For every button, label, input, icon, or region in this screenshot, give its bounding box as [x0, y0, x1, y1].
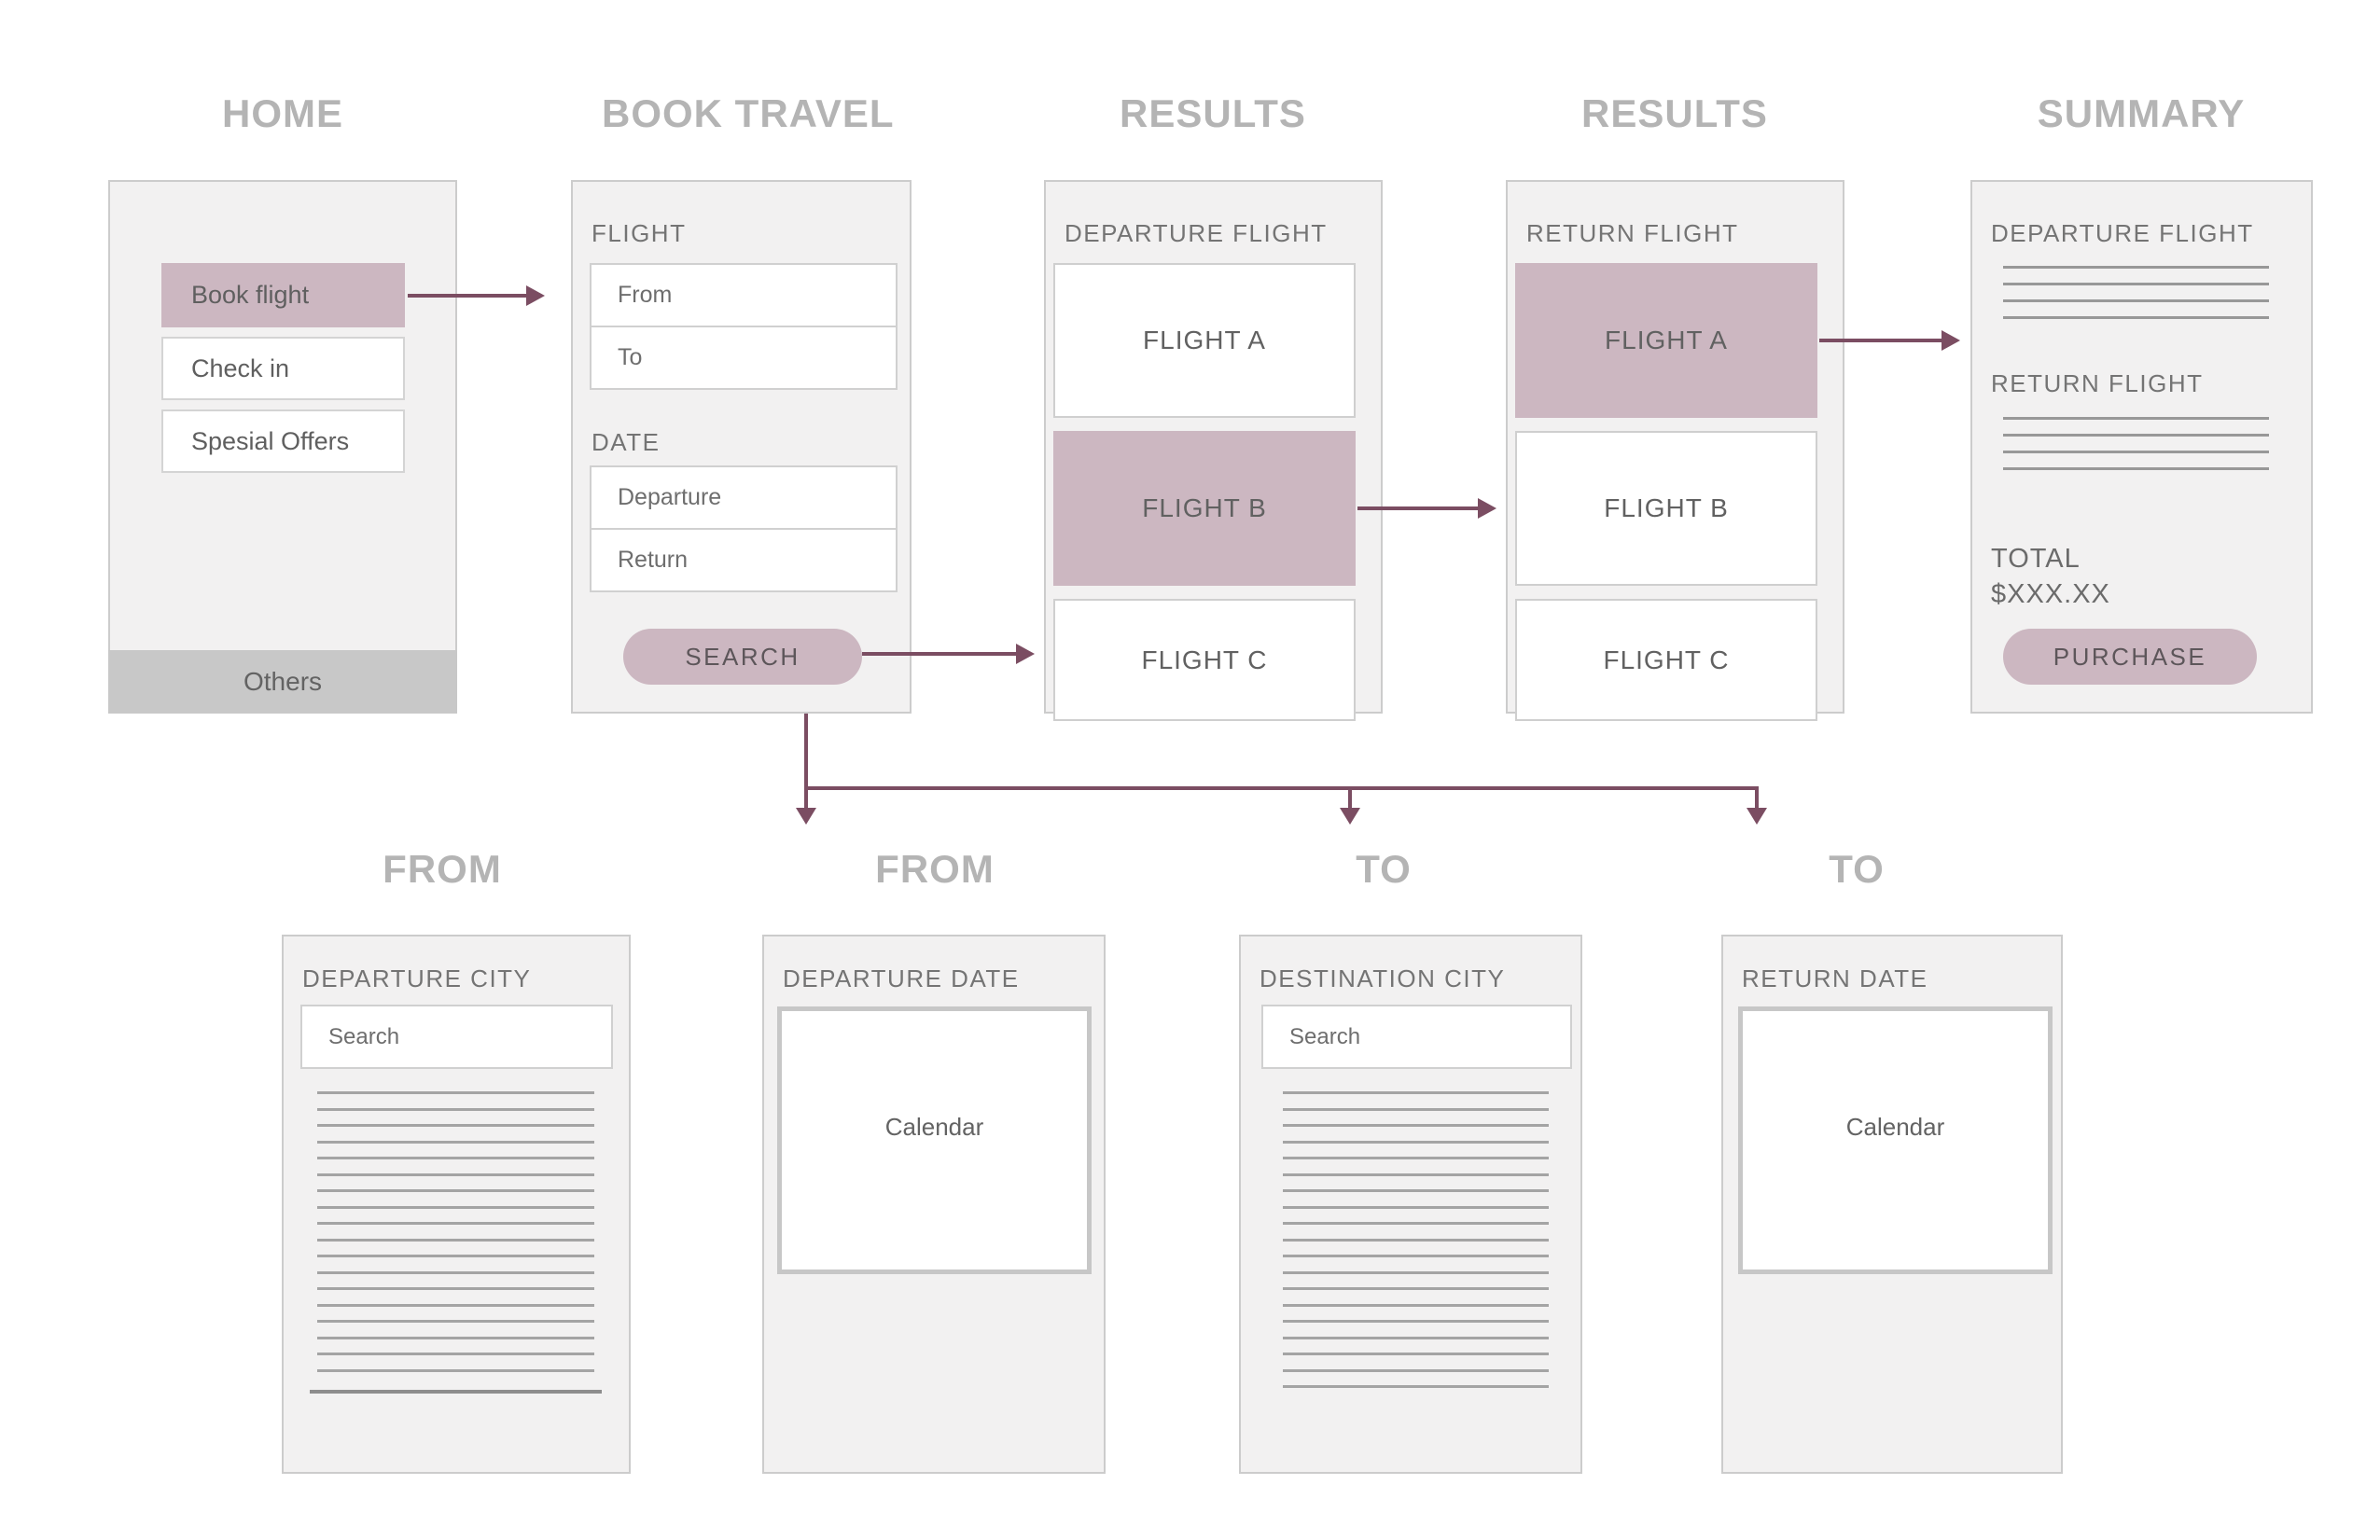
- menu-item-check-in[interactable]: Check in: [161, 337, 405, 400]
- arrowhead-down-to-destination-city: [1340, 808, 1360, 825]
- departure-calendar-widget[interactable]: Calendar: [777, 1006, 1092, 1274]
- return-flight-detail-lines: [2003, 417, 2269, 484]
- city-result-list-placeholder: [317, 1091, 594, 1385]
- summary-screen-panel: DEPARTURE FLIGHT RETURN FLIGHT TOTAL $XX…: [1970, 180, 2313, 714]
- departure-flight-detail-lines: [2003, 266, 2269, 333]
- purchase-button[interactable]: PURCHASE: [2003, 629, 2257, 685]
- return-date-heading: RETURN DATE: [1742, 964, 1928, 992]
- flight-option-b[interactable]: FLIGHT B: [1053, 431, 1356, 586]
- date-section-heading: DATE: [592, 428, 661, 456]
- return-date-input[interactable]: [590, 528, 898, 592]
- results-return-screen-panel: RETURN FLIGHT FLIGHT A FLIGHT B FLIGHT C: [1506, 180, 1844, 721]
- destination-city-heading: DESTINATION CITY: [1260, 964, 1506, 992]
- flight-option-a[interactable]: FLIGHT A: [1053, 263, 1356, 418]
- calendar-label: Calendar: [1845, 1113, 1945, 1141]
- summary-return-heading: RETURN FLIGHT: [1991, 369, 2204, 397]
- return-date-screen-panel: RETURN DATE Calendar: [1721, 935, 2063, 1474]
- arrowhead-book-flight-to-book-travel: [526, 285, 545, 306]
- flow-title-book-travel: BOOK TRAVEL: [602, 91, 895, 135]
- connector-vertical-from-search: [804, 714, 808, 808]
- book-travel-screen-panel: FLIGHT DATE SEARCH: [571, 180, 912, 714]
- total-block: TOTAL $XXX.XX: [1991, 541, 2110, 612]
- flow-title-to-date: TO: [1829, 847, 1885, 891]
- departure-date-heading: DEPARTURE DATE: [783, 964, 1020, 992]
- flight-option-b[interactable]: FLIGHT B: [1515, 431, 1817, 586]
- departure-flight-heading: DEPARTURE FLIGHT: [1065, 219, 1328, 247]
- arrow-book-flight-to-book-travel: [408, 294, 527, 298]
- return-calendar-widget[interactable]: Calendar: [1738, 1006, 2053, 1274]
- arrowhead-search-to-results: [1016, 644, 1035, 664]
- menu-item-book-flight[interactable]: Book flight: [161, 263, 405, 327]
- connector-stub-destination-city: [1348, 790, 1352, 808]
- results-departure-screen-panel: DEPARTURE FLIGHT FLIGHT A FLIGHT B FLIGH…: [1044, 180, 1383, 721]
- summary-departure-heading: DEPARTURE FLIGHT: [1991, 219, 2254, 247]
- flow-title-from-city: FROM: [383, 847, 502, 891]
- to-input[interactable]: [590, 326, 898, 390]
- total-value: $XXX.XX: [1991, 579, 2110, 609]
- departure-date-screen-panel: DEPARTURE DATE Calendar: [762, 935, 1106, 1474]
- arrowhead-flight-b-to-return-results: [1478, 498, 1496, 519]
- return-flight-heading: RETURN FLIGHT: [1526, 219, 1739, 247]
- arrow-search-to-results: [862, 652, 1017, 656]
- arrow-flight-a-to-summary: [1819, 339, 1942, 342]
- city-result-list-placeholder: [1283, 1091, 1549, 1402]
- city-list-end-line: [310, 1390, 602, 1394]
- arrowhead-down-to-return-date: [1747, 808, 1767, 825]
- others-bar[interactable]: Others: [108, 650, 457, 714]
- flight-option-c[interactable]: FLIGHT C: [1515, 599, 1817, 721]
- arrowhead-down-to-departure-date: [796, 808, 816, 825]
- flow-title-results-departure: RESULTS: [1120, 91, 1306, 135]
- flight-option-c[interactable]: FLIGHT C: [1053, 599, 1356, 721]
- departure-city-search-input[interactable]: [300, 1005, 613, 1069]
- flow-title-home: HOME: [222, 91, 343, 135]
- destination-city-screen-panel: DESTINATION CITY: [1239, 935, 1582, 1474]
- calendar-label: Calendar: [884, 1113, 984, 1141]
- search-button[interactable]: SEARCH: [623, 629, 862, 685]
- departure-city-heading: DEPARTURE CITY: [302, 964, 532, 992]
- flight-section-heading: FLIGHT: [592, 219, 687, 247]
- connector-stub-return-date: [1755, 790, 1759, 808]
- flow-title-results-return: RESULTS: [1581, 91, 1768, 135]
- departure-date-input[interactable]: [590, 465, 898, 530]
- departure-city-screen-panel: DEPARTURE CITY: [282, 935, 631, 1474]
- flow-title-from-date: FROM: [875, 847, 995, 891]
- arrowhead-flight-a-to-summary: [1942, 330, 1960, 351]
- arrow-flight-b-to-return-results: [1357, 506, 1479, 510]
- destination-city-search-input[interactable]: [1261, 1005, 1572, 1069]
- flow-title-to-city: TO: [1356, 847, 1412, 891]
- menu-item-special-offers[interactable]: Spesial Offers: [161, 409, 405, 473]
- total-label: TOTAL: [1991, 544, 2081, 574]
- flow-title-summary: SUMMARY: [2037, 91, 2246, 135]
- from-input[interactable]: [590, 263, 898, 327]
- flight-option-a[interactable]: FLIGHT A: [1515, 263, 1817, 418]
- home-screen-panel: Book flight Check in Spesial Offers Othe…: [108, 180, 457, 714]
- connector-horizontal-branch: [804, 786, 1759, 790]
